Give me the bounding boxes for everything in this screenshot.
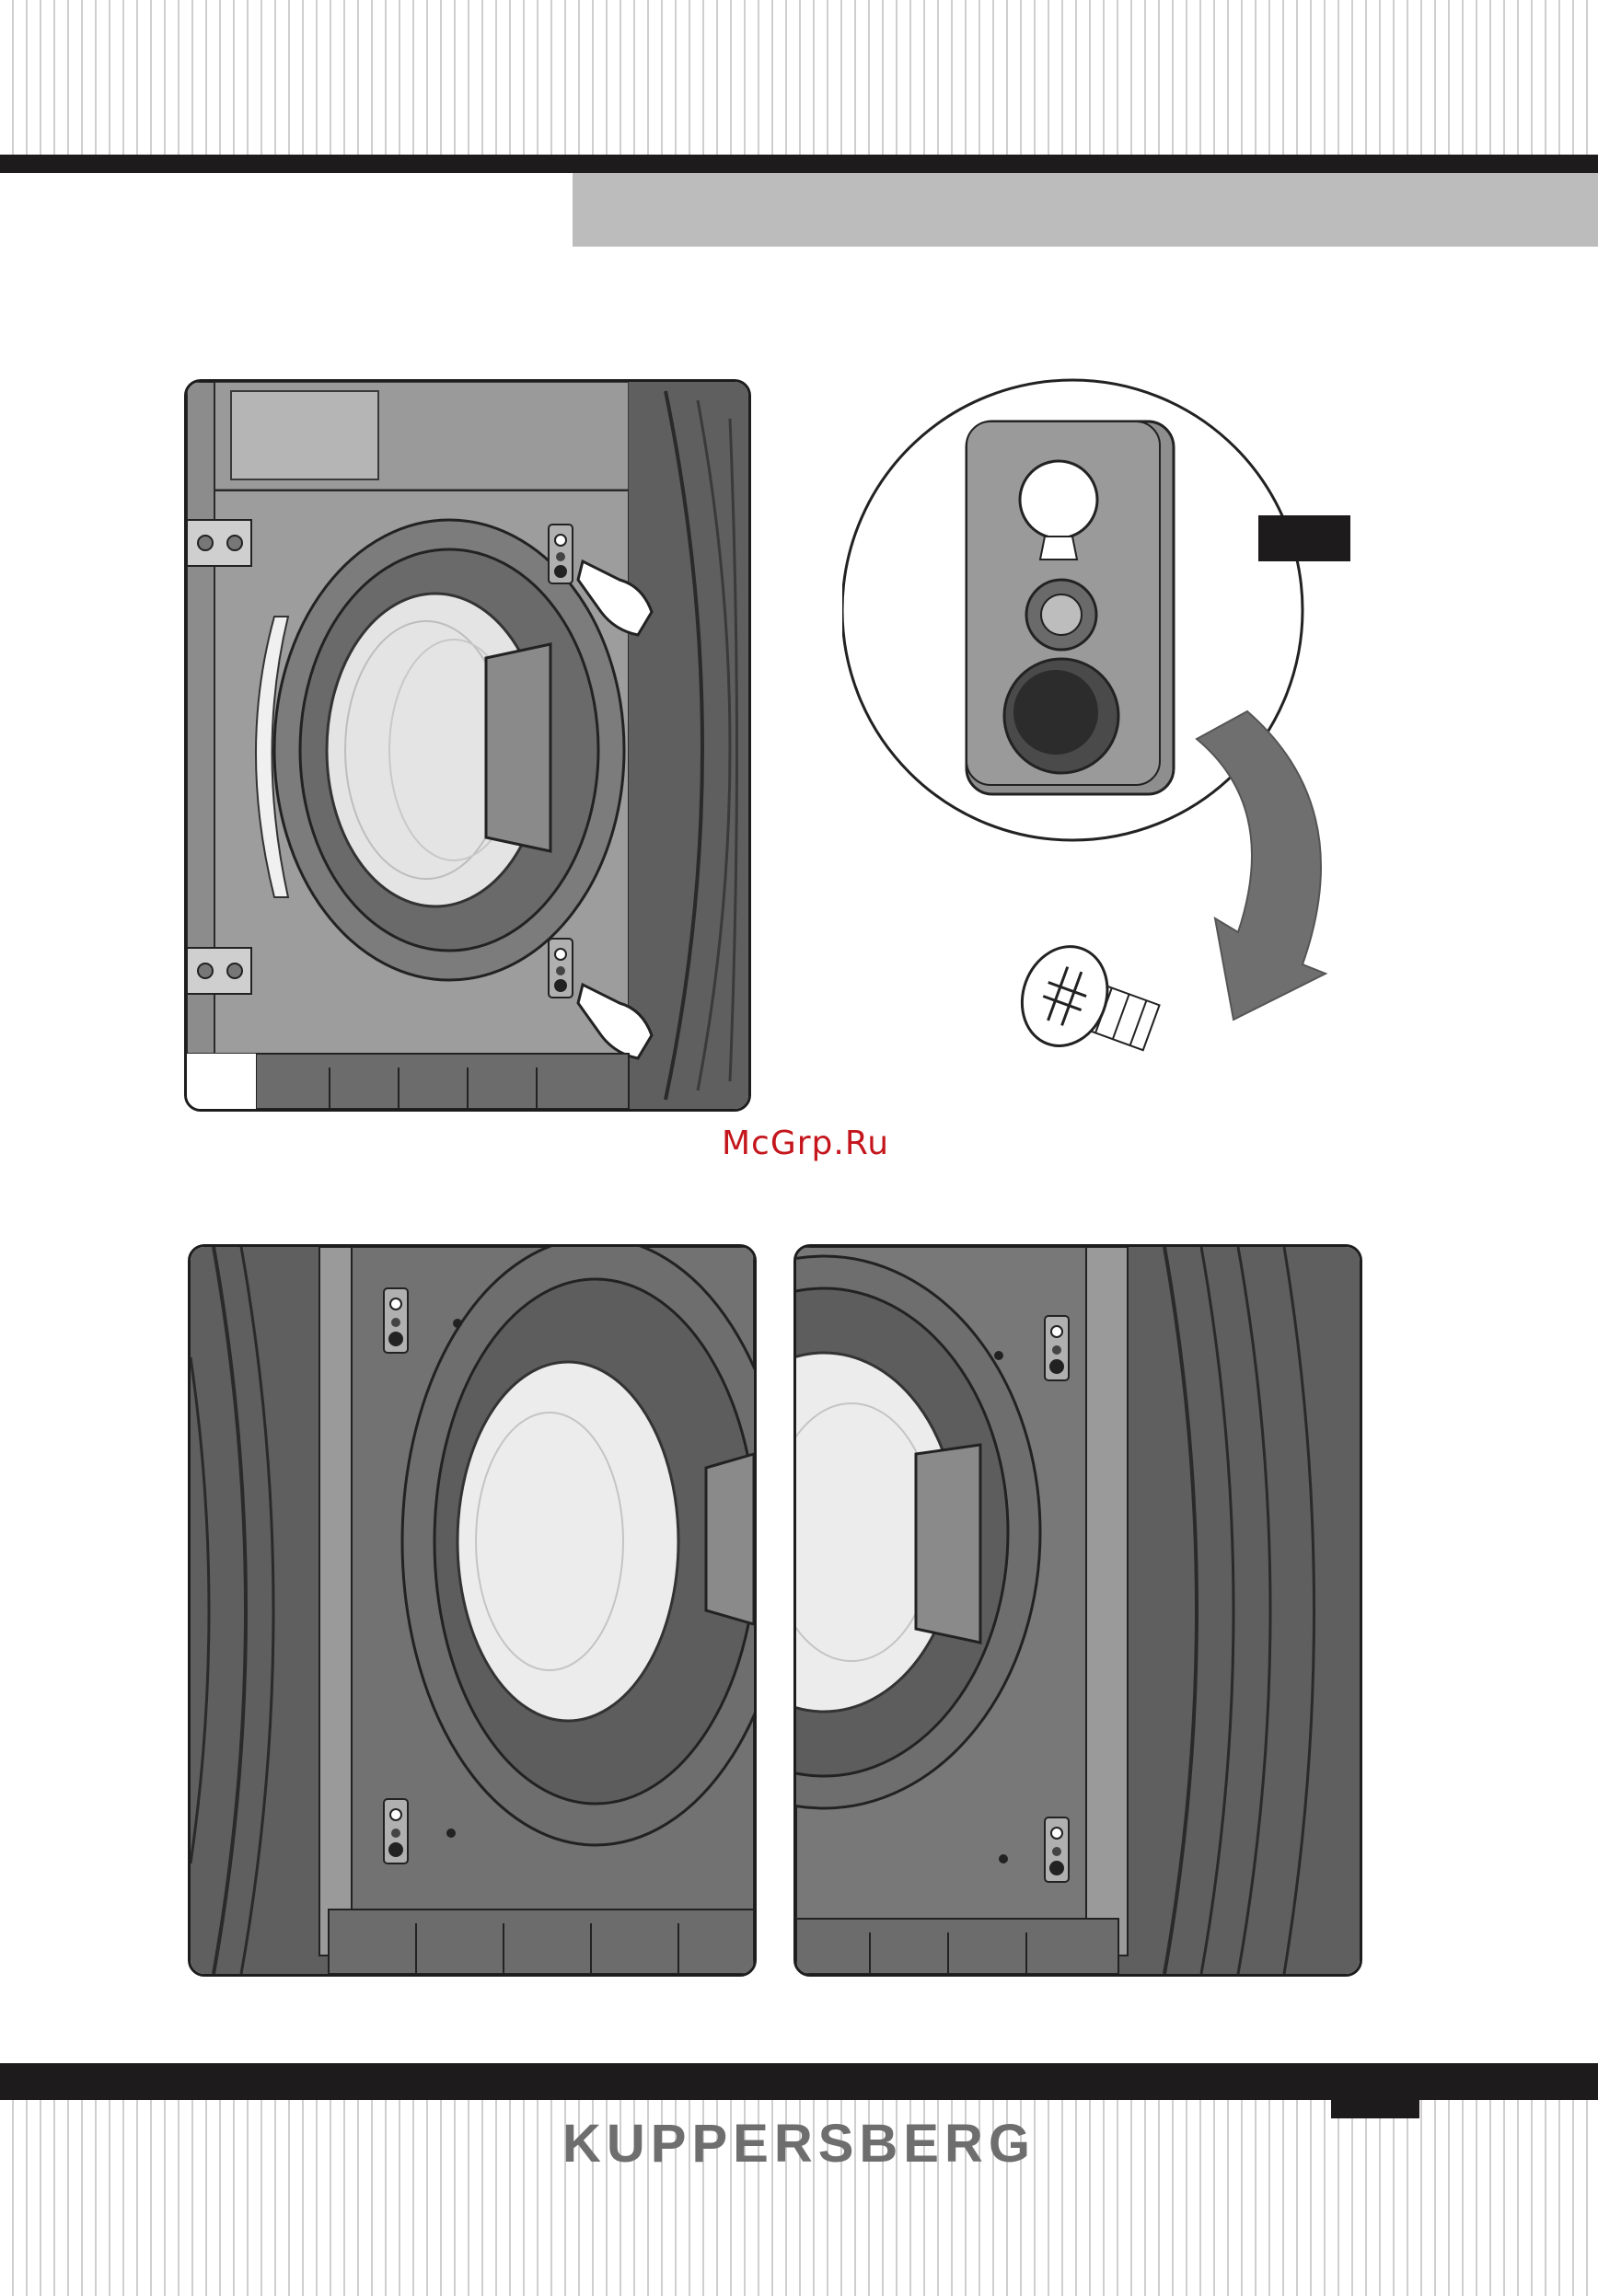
figure-door-left-plugs: [188, 1244, 757, 1977]
header-bar: [0, 155, 1598, 173]
brand-logo: KUPPERSBERG: [0, 2113, 1598, 2175]
figure-plug-cover-detail: [842, 375, 1376, 1093]
door-left-illustration: [191, 1247, 754, 1974]
footer-bar: [0, 2063, 1598, 2100]
curved-arrow-icon: [1197, 711, 1326, 1020]
hinge-icon: [187, 948, 251, 994]
door-right-illustration: [796, 1247, 1360, 1974]
figure-machine-front: [184, 379, 751, 1112]
watermark-text: McGrp.Ru: [644, 1125, 967, 1162]
screw-icon: [1009, 934, 1169, 1075]
plug-cover-illustration: [842, 375, 1376, 1093]
figure-door-right-plugs: [793, 1244, 1362, 1977]
hinge-icon: [187, 520, 251, 566]
top-stripe-pattern: [0, 0, 1598, 155]
header-title-band: [573, 173, 1598, 247]
machine-front-illustration: [187, 382, 748, 1109]
